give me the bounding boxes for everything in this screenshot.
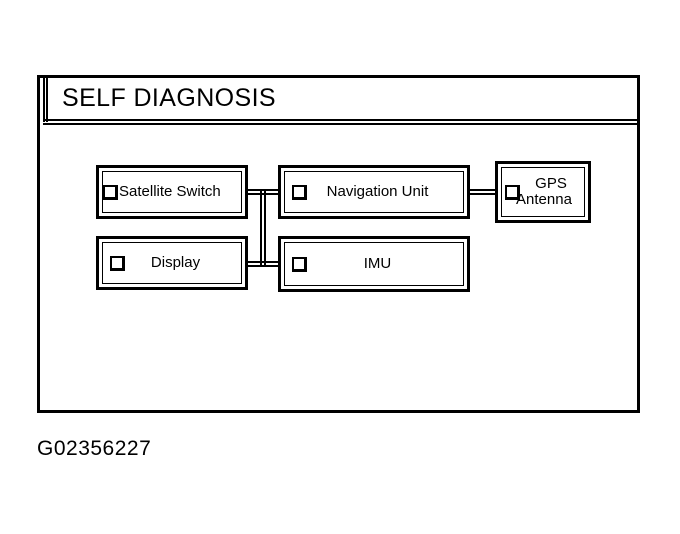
- self-diagnosis-panel: SELF DIAGNOSIS Satellite Switch Navigati…: [37, 75, 640, 413]
- node-imu-label: IMU: [363, 255, 392, 273]
- node-imu-inner: IMU: [284, 242, 464, 286]
- block-diagram: Satellite Switch Navigation Unit GPS Ant…: [40, 78, 637, 410]
- checkbox-gps-antenna[interactable]: [505, 184, 520, 200]
- figure-caption: G02356227: [37, 437, 152, 460]
- header-divider: [43, 119, 637, 125]
- node-gps-antenna-label-line1: GPS: [535, 175, 567, 193]
- checkbox-display[interactable]: [110, 255, 125, 271]
- node-navigation-unit[interactable]: Navigation Unit: [278, 165, 470, 219]
- node-display-label: Display: [150, 254, 201, 272]
- connector-navigation-to-gps: [468, 189, 497, 195]
- checkbox-satellite-switch[interactable]: [103, 184, 118, 200]
- node-navigation-unit-label: Navigation Unit: [326, 183, 429, 201]
- node-satellite-switch-inner: Satellite Switch: [102, 171, 242, 213]
- page-title: SELF DIAGNOSIS: [62, 84, 276, 112]
- connector-vertical-bus: [260, 189, 266, 267]
- node-gps-antenna-label-group: GPS Antenna: [516, 175, 584, 208]
- node-navigation-unit-inner: Navigation Unit: [284, 171, 464, 213]
- checkbox-imu[interactable]: [292, 256, 307, 272]
- header-accent-bar: [43, 78, 48, 122]
- connector-display-to-imu: [246, 261, 280, 267]
- checkbox-navigation-unit[interactable]: [292, 184, 307, 200]
- node-imu[interactable]: IMU: [278, 236, 470, 292]
- node-gps-antenna-inner: GPS Antenna: [501, 167, 585, 217]
- connector-satellite-to-navigation: [246, 189, 280, 195]
- node-display[interactable]: Display: [96, 236, 248, 290]
- node-satellite-switch[interactable]: Satellite Switch: [96, 165, 248, 219]
- node-gps-antenna-label-line2: Antenna: [516, 191, 572, 208]
- node-gps-antenna[interactable]: GPS Antenna: [495, 161, 591, 223]
- node-display-inner: Display: [102, 242, 242, 284]
- node-satellite-switch-label: Satellite Switch: [119, 183, 221, 201]
- panel-header: SELF DIAGNOSIS: [40, 78, 637, 125]
